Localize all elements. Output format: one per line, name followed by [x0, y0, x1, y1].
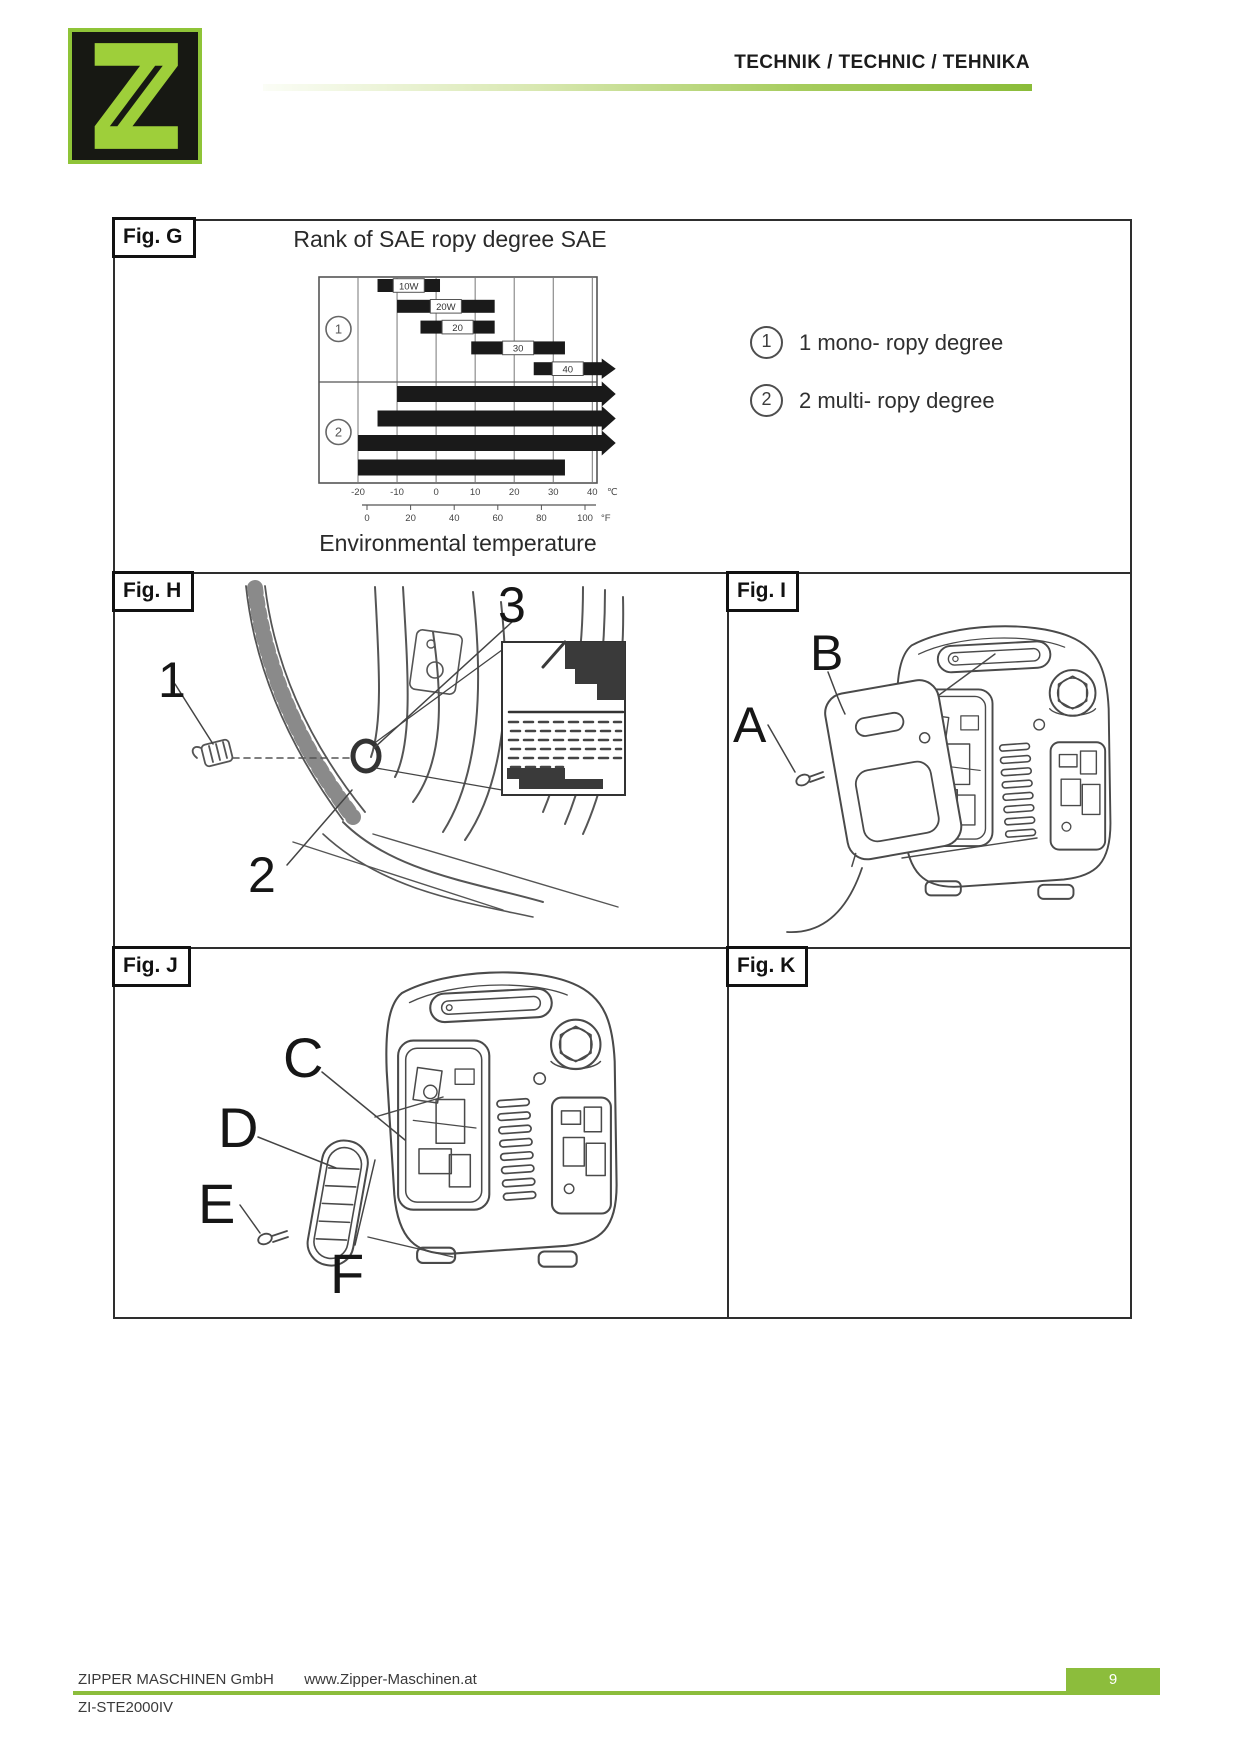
header-accent-bar	[263, 84, 1032, 91]
legend-text-2: 2 multi- ropy degree	[799, 387, 995, 413]
svg-text:20: 20	[509, 487, 520, 498]
svg-text:30: 30	[548, 487, 559, 498]
logo-z-icon	[94, 43, 178, 149]
svg-text:40: 40	[449, 513, 460, 524]
legend-circle-1: 1	[750, 326, 783, 359]
svg-text:100: 100	[577, 513, 593, 524]
callout-3: 3	[498, 577, 526, 633]
callout-F: F	[330, 1242, 365, 1305]
row-divider-1	[115, 572, 1130, 574]
callout-1: 1	[158, 652, 186, 708]
footer-accent-line	[73, 1691, 1160, 1695]
svg-text:20W: 20W	[436, 302, 456, 313]
svg-text:30: 30	[513, 344, 524, 355]
fig-h-label: Fig. H	[112, 571, 195, 613]
footer-company-line: ZIPPER MASCHINEN GmbH www.Zipper-Maschin…	[78, 1671, 477, 1688]
legend-text-1: 1 mono- ropy degree	[799, 329, 1004, 355]
svg-text:40: 40	[562, 365, 573, 376]
svg-text:10: 10	[470, 487, 481, 498]
svg-text:1: 1	[335, 322, 342, 337]
svg-text:20: 20	[452, 323, 463, 334]
fig-j-label: Fig. J	[112, 946, 191, 988]
figure-table	[113, 219, 1132, 1319]
column-divider	[727, 572, 729, 1317]
svg-text:-10: -10	[390, 487, 404, 498]
footer-website: www.Zipper-Maschinen.at	[304, 1671, 477, 1688]
sae-viscosity-chart: 1 2 10W 20W 20 30 40 -20 -10 0 10 20 30 40 ℃ 0 20 40 60 80 1…	[318, 276, 618, 524]
fig-i-drawing	[767, 625, 1112, 933]
svg-text:°F: °F	[601, 513, 611, 524]
footer-model: ZI-STE2000IV	[78, 1699, 174, 1716]
zipper-logo: Z	[68, 28, 202, 164]
page-number-badge: 9	[1066, 1668, 1160, 1691]
svg-text:80: 80	[536, 513, 547, 524]
fig-g-label: Fig. G	[112, 217, 196, 259]
svg-text:2: 2	[335, 425, 342, 440]
logo-letter: Z	[72, 160, 73, 161]
page-title: TECHNIK / TECHNIC / TEHNIKA	[734, 52, 1030, 73]
callout-C: C	[283, 1026, 324, 1089]
svg-text:60: 60	[493, 513, 504, 524]
fig-j-drawing	[239, 971, 618, 1268]
callout-D: D	[218, 1096, 259, 1159]
fig-i-label: Fig. I	[726, 571, 799, 613]
svg-text:10W: 10W	[399, 281, 419, 292]
svg-text:-20: -20	[351, 487, 365, 498]
svg-text:40: 40	[587, 487, 598, 498]
svg-text:0: 0	[364, 513, 369, 524]
callout-2: 2	[248, 847, 276, 903]
svg-text:20: 20	[405, 513, 416, 524]
fig-h-drawing	[174, 580, 626, 918]
fig-k-label: Fig. K	[726, 946, 809, 988]
legend-mono-grade: 1 1 mono- ropy degree	[750, 326, 1003, 359]
legend-multi-grade: 2 2 multi- ropy degree	[750, 384, 995, 417]
callout-E: E	[198, 1172, 236, 1235]
svg-text:0: 0	[433, 487, 438, 498]
svg-text:℃: ℃	[607, 487, 618, 498]
callout-A: A	[733, 697, 767, 753]
legend-circle-2: 2	[750, 384, 783, 417]
sae-chart-caption: Environmental temperature	[319, 530, 597, 556]
row-divider-2	[115, 947, 1130, 949]
sae-chart-title: Rank of SAE ropy degree SAE	[293, 226, 607, 252]
callout-B: B	[810, 625, 844, 681]
footer-company: ZIPPER MASCHINEN GmbH	[78, 1671, 274, 1688]
